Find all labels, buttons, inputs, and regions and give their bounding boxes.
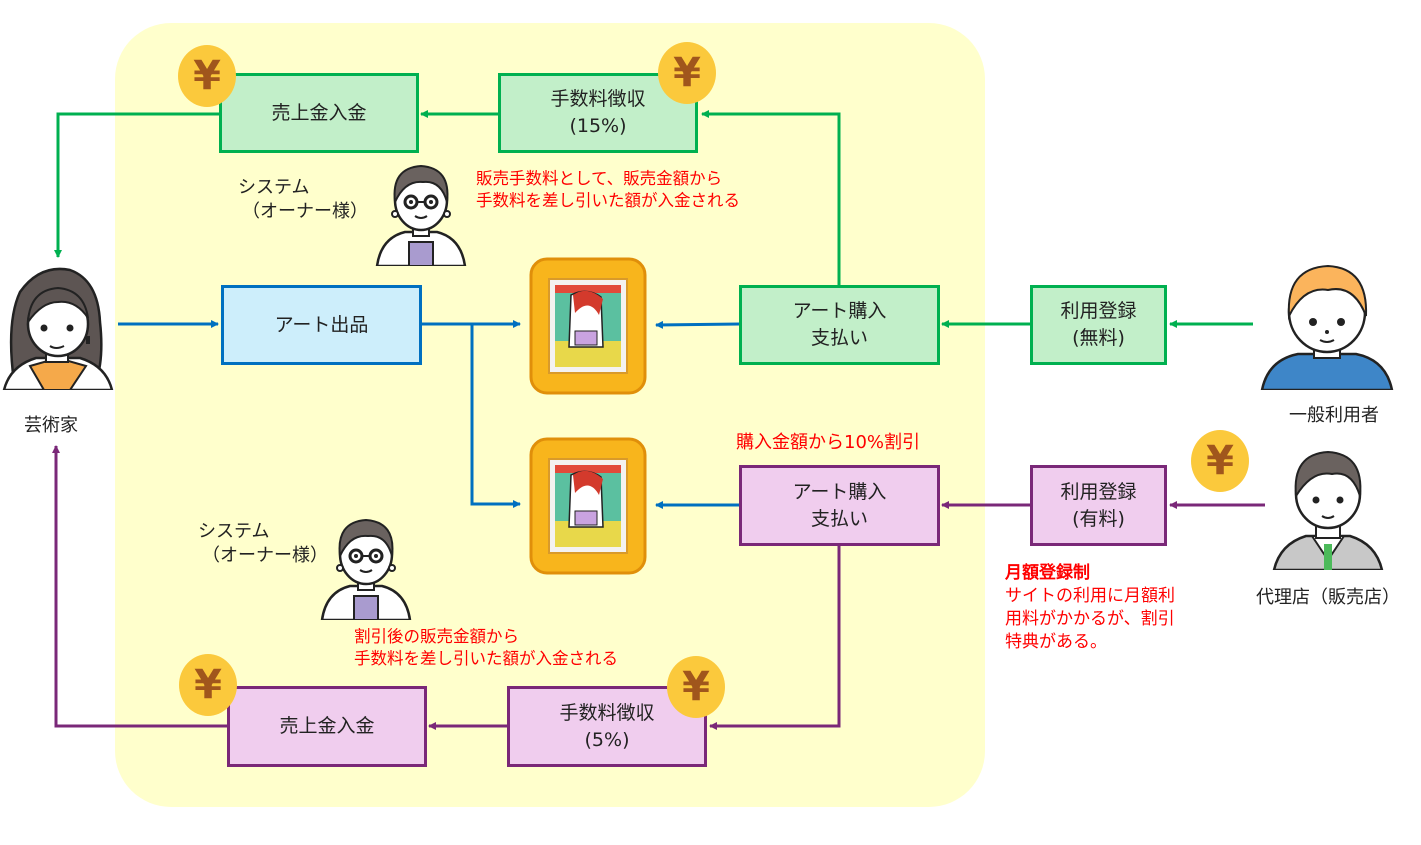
art-frame-icon-top xyxy=(529,257,647,395)
fee-rate-label: (15%) xyxy=(569,115,627,137)
system-owner-avatar xyxy=(375,164,467,266)
system-owner-avatar xyxy=(320,518,412,620)
arrow-purchase-to-fee-bottom xyxy=(709,545,841,730)
free-registration-box: 利用登録 (無料) xyxy=(1030,285,1167,365)
monthly-membership-title: 月額登録制 xyxy=(1005,563,1090,583)
fee-note-top: 販売手数料として、販売金額から 手数料を差し引いた額が入金される xyxy=(476,169,740,210)
arrow-deposit-to-artist-bottom xyxy=(52,445,227,728)
arrow-deposit-to-artist xyxy=(54,112,219,258)
art-listing-box: アート出品 xyxy=(221,285,422,365)
sales-deposit-label: 売上金入金 xyxy=(271,101,367,124)
system-owner-label-bottom: システム （オーナー様） xyxy=(198,521,328,566)
fee-collection-label: 手数料徴収 xyxy=(550,88,646,110)
sales-deposit-box-top: 売上金入金 xyxy=(219,73,419,153)
artist-label: 芸術家 xyxy=(24,415,78,436)
paid-registration-box: 利用登録 (有料) xyxy=(1030,465,1167,546)
art-purchase-box-bottom: アート購入 支払い xyxy=(739,465,940,546)
general-user-label: 一般利用者 xyxy=(1289,405,1379,426)
fee-note-bottom: 割引後の販売金額から 手数料を差し引いた額が入金される xyxy=(354,627,618,668)
agency-label: 代理店（販売店） xyxy=(1256,587,1400,608)
yen-coin-icon: ¥ xyxy=(1191,430,1249,492)
sales-deposit-box-bottom: 売上金入金 xyxy=(227,686,427,767)
yen-coin-icon: ¥ xyxy=(178,45,236,107)
system-owner-label-top: システム （オーナー様） xyxy=(238,177,368,222)
arrow-listing-to-art-bottom xyxy=(470,324,521,508)
arrow-purchase-to-fee xyxy=(701,110,841,286)
artist-avatar xyxy=(2,267,114,390)
yen-coin-icon: ¥ xyxy=(667,656,725,718)
discount-note: 購入金額から10%割引 xyxy=(736,432,921,453)
agency-avatar xyxy=(1272,450,1384,570)
yen-coin-icon: ¥ xyxy=(179,654,237,716)
art-frame-icon-bottom xyxy=(529,437,647,575)
art-listing-label: アート出品 xyxy=(274,313,369,336)
arrow-purchase-to-art-top xyxy=(655,320,741,329)
yen-coin-icon: ¥ xyxy=(658,42,716,104)
monthly-membership-note: 月額登録制 サイトの利用に月額利 用料がかかるが、割引 特典がある。 xyxy=(1005,563,1175,652)
general-user-avatar xyxy=(1260,264,1394,390)
art-purchase-box-top: アート購入 支払い xyxy=(739,285,940,365)
